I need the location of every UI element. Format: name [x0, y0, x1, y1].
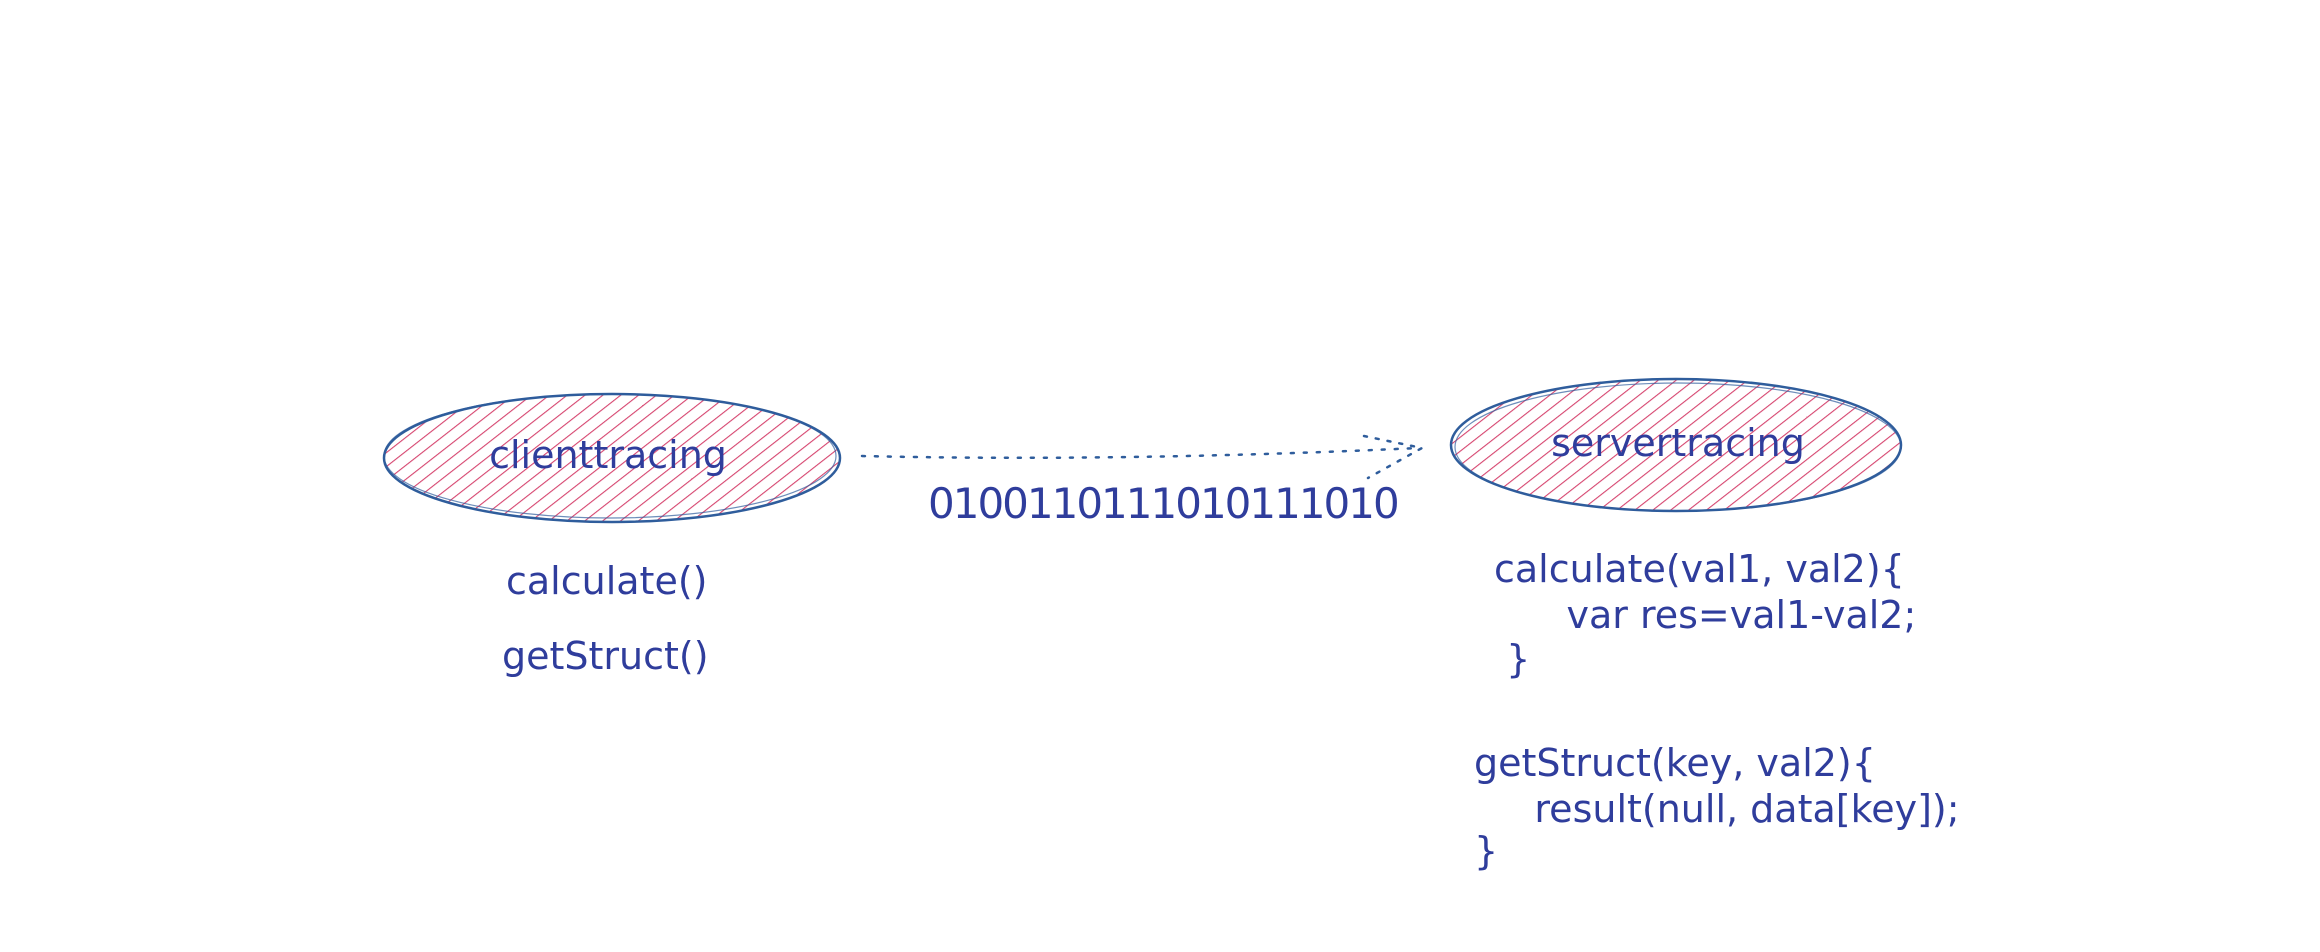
arrow-head	[1362, 434, 1426, 480]
server-code-line-1: calculate(val1, val2){	[1494, 547, 1905, 591]
server-node-outline-sketch	[1454, 382, 1902, 512]
server-node-label: servertracing	[1551, 421, 1805, 465]
client-node-outline-sketch	[383, 393, 837, 519]
client-call-getstruct: getStruct()	[502, 634, 709, 678]
server-code-line-5: getStruct(key, val2){	[1474, 741, 1876, 785]
server-node[interactable]: servertracing	[1448, 376, 1906, 514]
server-code-line-2: var res=val1-val2;	[1494, 593, 1916, 637]
server-node-hatch	[1451, 379, 1901, 511]
client-call-calculate: calculate()	[506, 559, 708, 603]
server-code-line-6: result(null, data[key]);	[1474, 787, 1960, 831]
client-node[interactable]: clienttracing	[380, 390, 845, 525]
server-code-line-7: }	[1474, 829, 1498, 873]
server-code-line-3: }	[1494, 637, 1530, 681]
connection-payload: 0100110111010111010	[928, 479, 1398, 528]
client-node-hatch	[384, 394, 840, 522]
client-node-label: clienttracing	[489, 433, 727, 477]
arrow-shaft	[860, 446, 1420, 460]
connection-arrow	[860, 434, 1426, 480]
